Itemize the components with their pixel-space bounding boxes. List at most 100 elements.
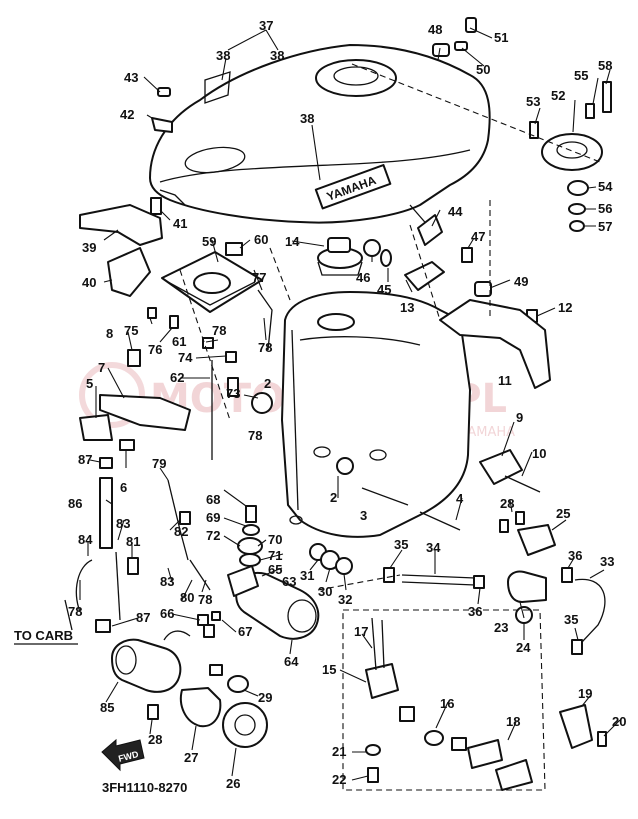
callout-60: 60 [254, 232, 268, 247]
hose-83 [115, 551, 121, 621]
callout-59: 59 [202, 234, 216, 249]
callout-64: 64 [284, 654, 299, 669]
callout-19: 19 [578, 686, 592, 701]
callout-74: 74 [178, 350, 193, 365]
callout-56: 56 [598, 201, 612, 216]
callout-78c: 78 [248, 428, 262, 443]
callout-63: 63 [282, 574, 296, 589]
callout-80: 80 [180, 590, 194, 605]
bracket-11 [439, 299, 551, 389]
hose-34 [401, 574, 476, 579]
callout-49: 49 [514, 274, 528, 289]
clip-76-icon [169, 315, 179, 329]
hose-78-left [64, 599, 73, 631]
callout-2: 2 [264, 376, 271, 391]
callout-73: 73 [226, 386, 240, 401]
plate-18b-icon [495, 759, 533, 791]
callout-9: 9 [516, 410, 523, 425]
callout-40: 40 [82, 275, 96, 290]
clip-29b-icon [209, 664, 223, 676]
grommet-24-icon [515, 606, 533, 624]
clip-35-icon [383, 567, 395, 583]
callout-39: 39 [82, 240, 96, 255]
damper-42-icon [151, 117, 173, 133]
callout-13: 13 [400, 300, 414, 315]
callout-75: 75 [124, 323, 138, 338]
callout-10: 10 [532, 446, 546, 461]
callout-43: 43 [124, 70, 138, 85]
screw-55-icon [585, 103, 595, 119]
callout-7: 7 [98, 360, 105, 375]
callout-82: 82 [174, 524, 188, 539]
grommet-54-icon [567, 180, 589, 196]
callout-38b: 38 [270, 48, 284, 63]
collar-6-icon [119, 439, 135, 451]
clip-81-icon [127, 557, 139, 575]
fuel-tank: YAMAHA [149, 44, 491, 229]
clip-75-icon [147, 307, 157, 319]
callout-11: 11 [498, 373, 512, 388]
fuel-cock-15 [365, 617, 399, 699]
hose-filter [163, 630, 191, 641]
hose-77 [257, 289, 273, 351]
washer-50-icon [454, 41, 468, 51]
cap-ring-52 [541, 133, 603, 171]
callout-2b: 2 [330, 490, 337, 505]
callout-54: 54 [598, 179, 613, 194]
callout-29: 29 [258, 690, 272, 705]
screw-28c-icon [515, 511, 525, 525]
callout-42: 42 [120, 107, 134, 122]
callout-27: 27 [184, 750, 198, 765]
callout-87: 87 [78, 452, 92, 467]
callout-47: 47 [471, 229, 485, 244]
callout-15: 15 [322, 662, 336, 677]
bracket-39 [79, 204, 163, 246]
callout-44: 44 [448, 204, 463, 219]
hose-86 [99, 477, 113, 549]
callout-37: 37 [259, 18, 273, 33]
callout-53: 53 [526, 94, 540, 109]
callout-48: 48 [428, 22, 442, 37]
washer-21-icon [365, 744, 381, 756]
callout-45: 45 [377, 282, 391, 297]
callout-70: 70 [268, 532, 282, 547]
callout-35: 35 [394, 537, 408, 552]
clip-36-icon [473, 575, 485, 589]
callout-6: 6 [120, 480, 127, 495]
callout-21: 21 [332, 744, 346, 759]
clip-87b-icon [95, 619, 111, 633]
callout-66: 66 [160, 606, 174, 621]
callout-8: 8 [106, 326, 113, 341]
callout-34: 34 [426, 540, 441, 555]
clip-87-icon [99, 457, 113, 469]
callout-41: 41 [173, 216, 187, 231]
callout-38: 38 [216, 48, 230, 63]
hose-33 [574, 578, 606, 643]
hose-80 [189, 559, 211, 591]
callout-22: 22 [332, 772, 346, 787]
callout-36: 36 [568, 548, 582, 563]
callout-58: 58 [598, 58, 612, 73]
callout-76: 76 [148, 342, 162, 357]
callout-57: 57 [598, 219, 612, 234]
callout-46: 46 [356, 270, 370, 285]
sprocket-26-icon [222, 702, 268, 748]
fwd-arrow-icon: FWD [101, 738, 145, 772]
callout-30: 30 [318, 584, 332, 599]
oring-16b-icon [424, 730, 444, 746]
screw-58-icon [602, 81, 612, 113]
callout-52: 52 [551, 88, 565, 103]
filter-23-icon [507, 570, 547, 603]
washer-56-icon [568, 203, 586, 215]
callout-79: 79 [152, 456, 166, 471]
fitting-73-icon [227, 377, 239, 397]
callout-55: 55 [574, 68, 588, 83]
callout-25: 25 [556, 506, 570, 521]
callout-69: 69 [206, 510, 220, 525]
callout-83: 83 [116, 516, 130, 531]
nut-57-icon [569, 220, 585, 232]
callout-84: 84 [78, 532, 93, 547]
rod-3 [361, 487, 409, 506]
bolt-41-icon [150, 197, 162, 215]
